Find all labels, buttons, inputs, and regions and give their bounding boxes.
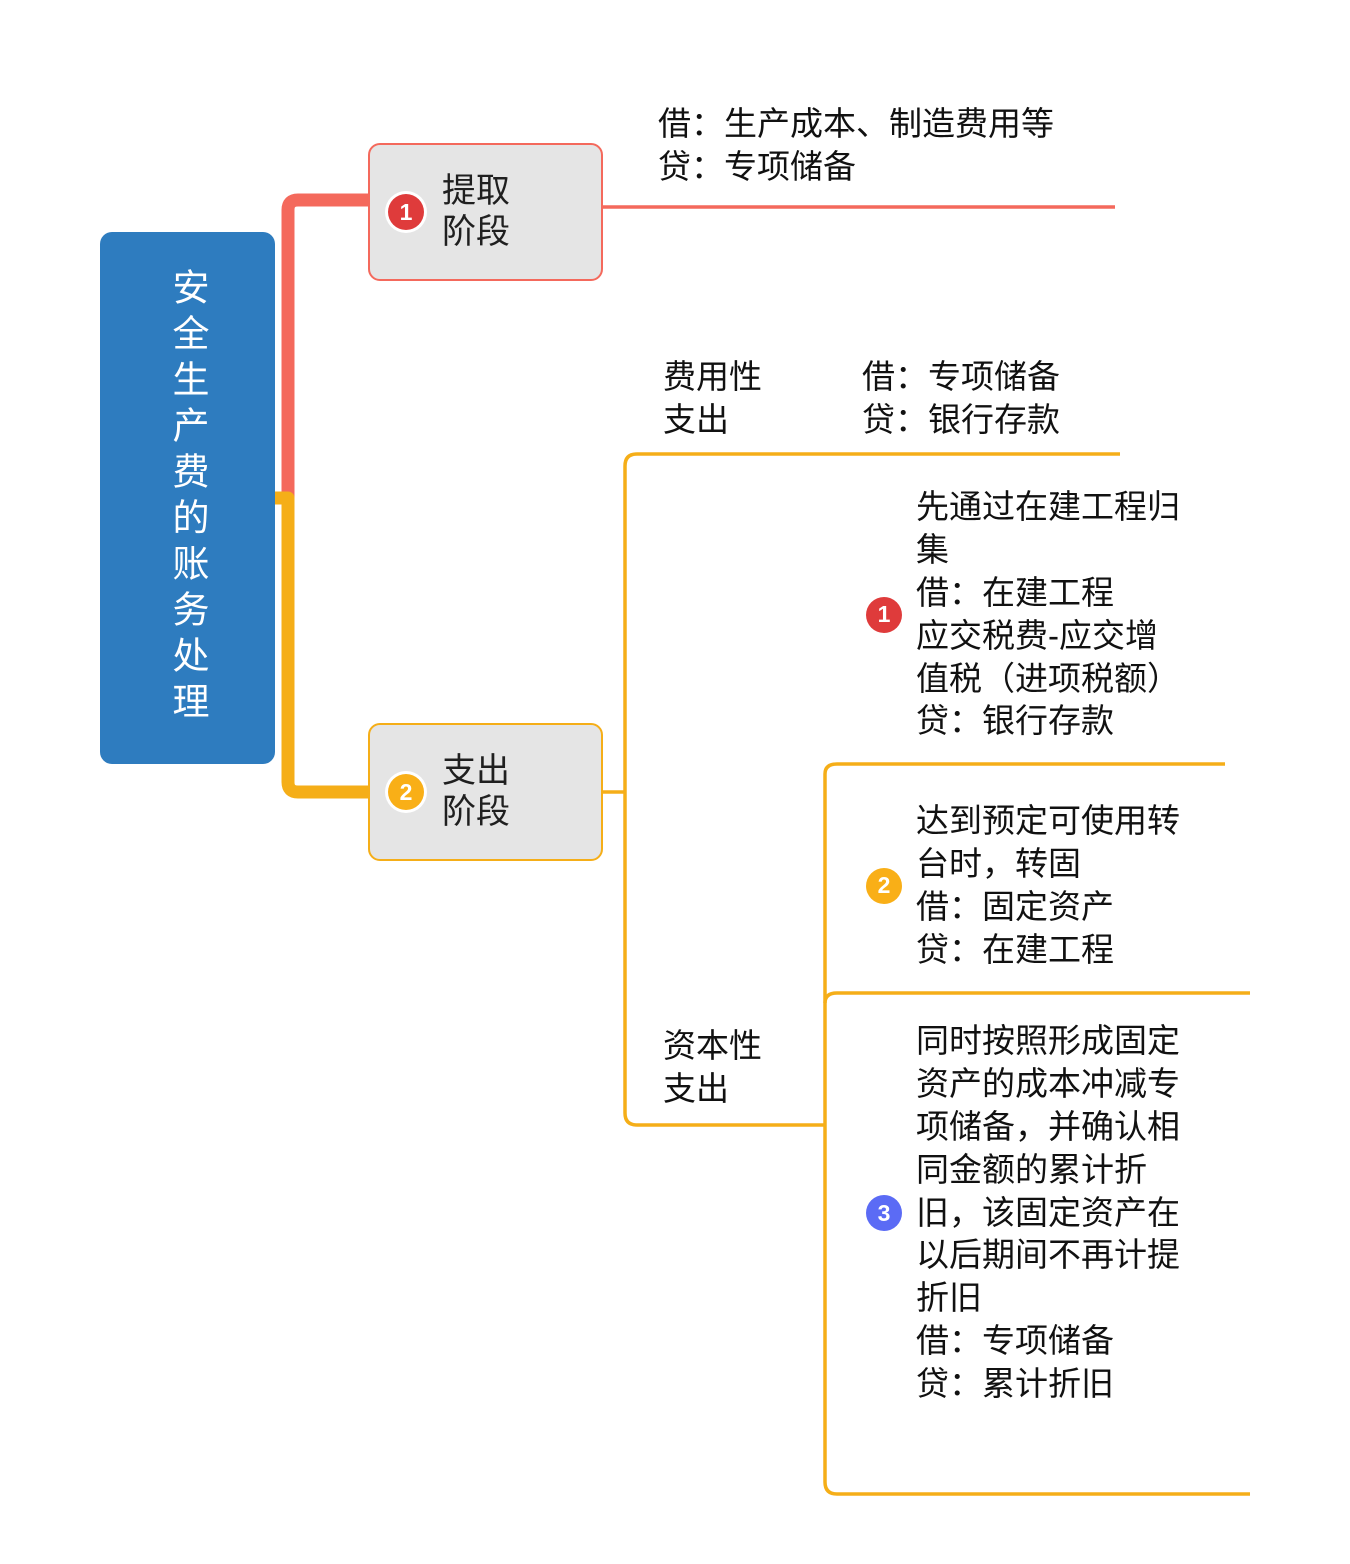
leaf-capital-item-1-text: 先通过在建工程归 集 借：在建工程 应交税费-应交增 值税（进项税额） 贷：银行… [916,488,1180,740]
root-node-label: 安全生产费的账务处理 [167,268,208,728]
connector-capital-item-1 [823,762,1225,775]
leaf-capital-type-label-text: 资本性 支出 [663,1027,762,1107]
connector-capital-branch [623,1112,825,1127]
leaf-capital-item-1[interactable]: 1 先通过在建工程归 集 借：在建工程 应交税费-应交增 值税（进项税额） 贷：… [866,486,1266,743]
leaf-capital-item-3-badge: 3 [866,1195,902,1231]
leaf-expense-entry-text: 借：专项储备 贷：银行存款 [862,358,1060,438]
leaf-capital-item-2-badge: 2 [866,867,902,904]
stage-node-extract[interactable]: 1 提取 阶段 [368,143,603,281]
leaf-expense-type-label-text: 费用性 支出 [663,358,762,438]
leaf-capital-type-label[interactable]: 资本性 支出 [663,1025,813,1111]
stage-badge-spend: 2 [388,774,424,810]
leaf-expense-type-label[interactable]: 费用性 支出 [663,356,813,442]
leaf-extract-entry[interactable]: 借：生产成本、制造费用等 贷：专项储备 [658,103,1128,189]
leaf-capital-item-2[interactable]: 2 达到预定可使用转 台时，转固 借：固定资产 贷：在建工程 [866,800,1266,972]
leaf-capital-item-2-text: 达到预定可使用转 台时，转固 借：固定资产 贷：在建工程 [916,802,1180,968]
leaf-extract-entry-text: 借：生产成本、制造费用等 贷：专项储备 [658,105,1054,185]
stage-badge-extract: 1 [388,194,424,230]
leaf-capital-item-3[interactable]: 3 同时按照形成固定 资产的成本冲减专 项储备，并确认相 同金额的累计折 旧，该… [866,1020,1266,1406]
stage-label-spend: 支出 阶段 [442,751,510,831]
connector-capital-item-2-bottom [823,991,1250,1004]
connector-root-to-spend [268,491,375,799]
leaf-capital-item-1-badge: 1 [866,596,902,633]
stage-node-spend[interactable]: 2 支出 阶段 [368,723,603,861]
connector-expense-branch [623,452,808,467]
stage-label-extract: 提取 阶段 [442,171,510,251]
leaf-expense-entry[interactable]: 借：专项储备 贷：银行存款 [862,356,1162,442]
connector-root-to-extract [268,193,375,505]
root-node[interactable]: 安全生产费的账务处理 [100,232,275,764]
leaf-capital-item-3-text: 同时按照形成固定 资产的成本冲减专 项储备，并确认相 同金额的累计折 旧，该固定… [916,1022,1180,1403]
